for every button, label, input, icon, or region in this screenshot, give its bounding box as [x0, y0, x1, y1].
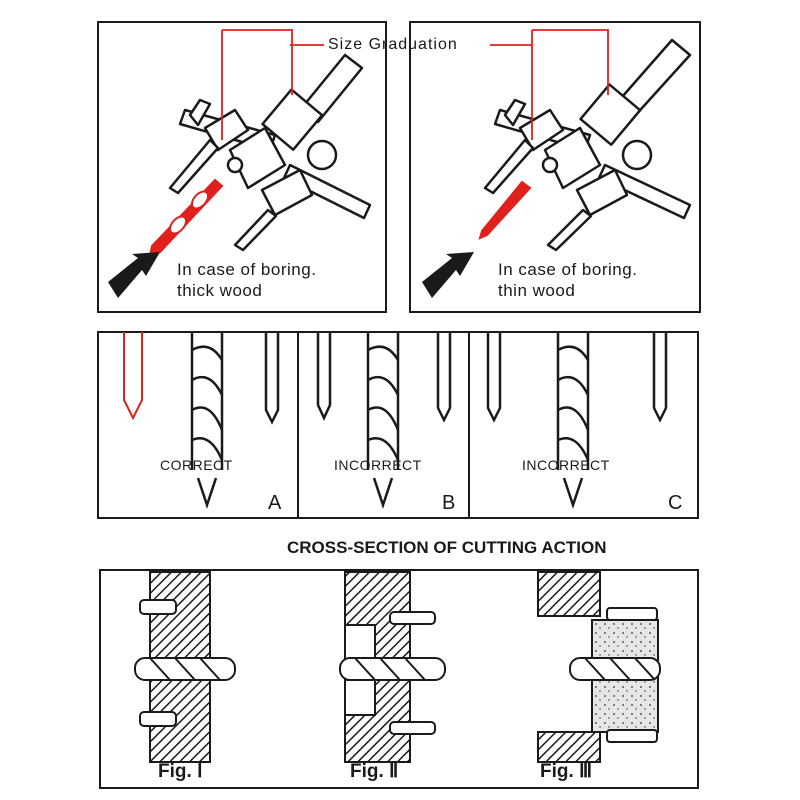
size-graduation-callout-right — [490, 29, 609, 140]
thick-wood-caption-line1: In case of boring. — [177, 260, 317, 279]
fig-1-label: Fig. Ⅰ — [158, 761, 203, 782]
drill-spiral-b — [316, 332, 452, 509]
fig-2-label: Fig. Ⅱ — [350, 761, 399, 782]
arrow-left-panel — [108, 252, 160, 298]
panel-c-letter: C — [668, 492, 683, 514]
fig-3-diagram — [537, 571, 661, 763]
thin-wood-caption-line2: thin wood — [498, 281, 576, 300]
size-graduation-callout-left — [221, 29, 324, 140]
pilot-drill-bit-red — [148, 178, 224, 258]
fig-1-diagram — [134, 571, 236, 763]
thick-wood-caption-line2: thick wood — [177, 281, 263, 300]
fig-2-diagram — [339, 571, 446, 763]
panel-b-letter: B — [442, 492, 456, 514]
panel-c-status: INCORRECT — [522, 457, 610, 473]
cutter-blade-red-a — [123, 332, 143, 421]
pilot-drill-bit-red-short — [478, 180, 532, 240]
drill-spiral-c — [486, 332, 668, 509]
panel-b-status: INCORRECT — [334, 457, 422, 473]
panel-a-letter: A — [268, 492, 282, 514]
arrow-right-panel — [422, 252, 474, 298]
cross-section-title: CROSS-SECTION OF CUTTING ACTION — [287, 538, 607, 557]
drill-spiral-a — [190, 332, 280, 509]
thin-wood-caption-line1: In case of boring. — [498, 260, 638, 279]
fig-3-label: Fig. Ⅲ — [540, 761, 593, 782]
hole-saw-thick-wood-illustration — [168, 53, 372, 252]
hole-saw-thin-wood-illustration — [483, 38, 692, 252]
panel-a-status: CORRECT — [160, 457, 233, 473]
size-graduation-label: Size Graduation — [328, 36, 458, 53]
